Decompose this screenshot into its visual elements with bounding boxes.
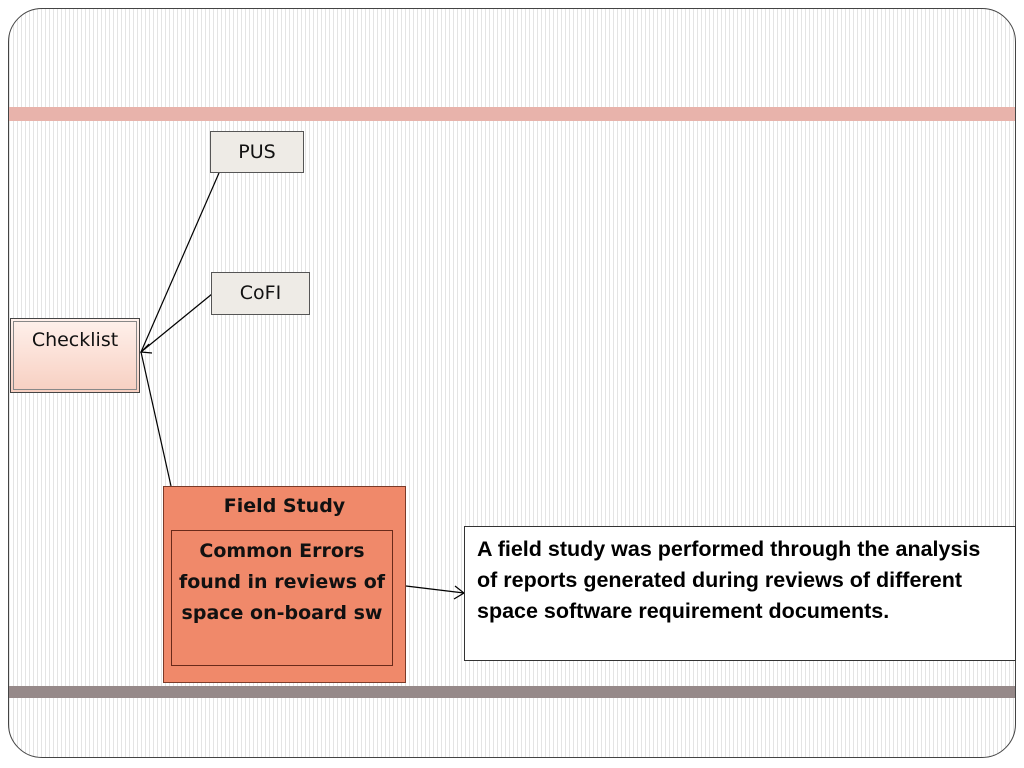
cofi-node: CoFI bbox=[211, 272, 310, 315]
field-study-title: Field Study bbox=[223, 495, 346, 517]
pus-node: PUS bbox=[210, 131, 304, 173]
field-study-node: Field Study Common Errors found in revie… bbox=[163, 486, 406, 683]
checklist-node: Checklist bbox=[10, 318, 140, 393]
field-study-description: A field study was performed through the … bbox=[464, 526, 1016, 661]
top-accent-band bbox=[9, 107, 1015, 121]
common-errors-box: Common Errors found in reviews of space … bbox=[171, 530, 393, 666]
bottom-accent-band bbox=[9, 686, 1015, 698]
